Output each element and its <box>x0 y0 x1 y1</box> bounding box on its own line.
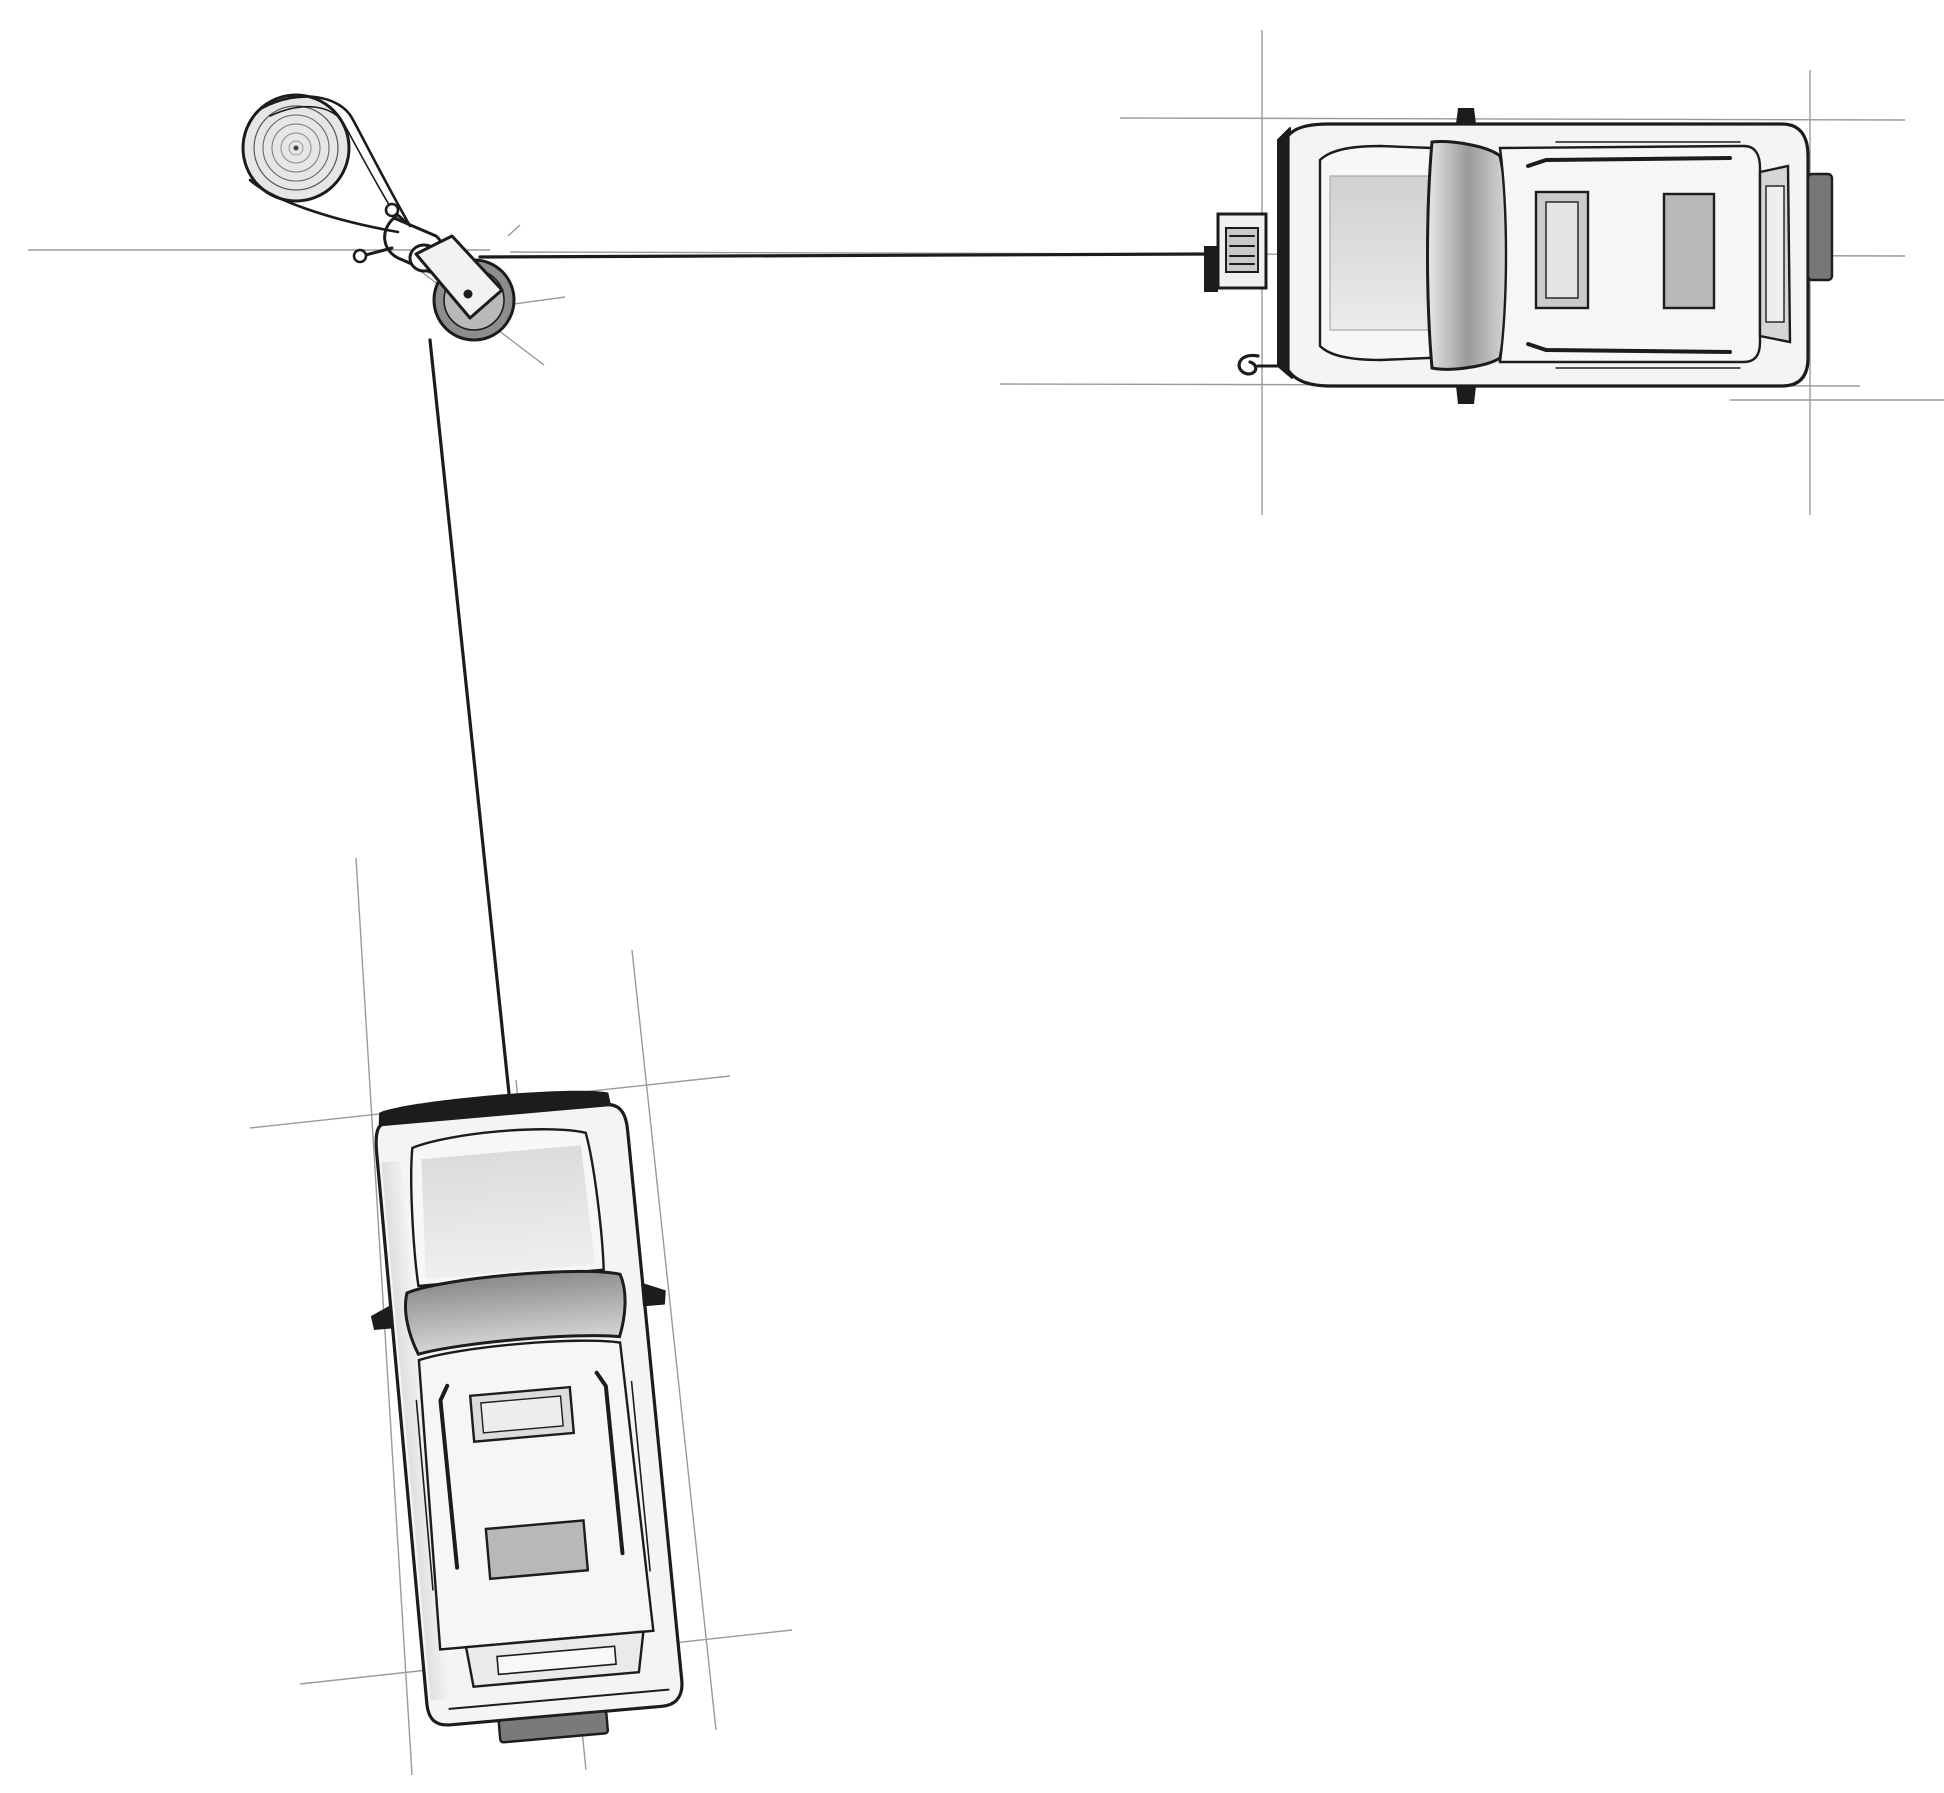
winch-truck-top-view <box>1204 108 1834 404</box>
truck-roof-rail-top <box>1526 156 1732 168</box>
guide-car-right <box>631 949 717 1731</box>
car-door-line-left <box>415 1399 434 1591</box>
truck-spare-tire <box>1806 172 1834 282</box>
anchor-assembly <box>241 93 516 342</box>
guide-pulley-tick <box>507 224 521 237</box>
truck-sunroof-front-inner <box>1545 201 1579 299</box>
car-sunroof-rear <box>484 1519 590 1581</box>
truck-roof-rail-bottom <box>1526 342 1732 354</box>
car-hood-shading <box>421 1145 596 1280</box>
truck-mirror-bottom <box>1456 386 1476 404</box>
truck-sunroof-rear <box>1662 192 1716 310</box>
truck-hood-shading <box>1329 175 1437 331</box>
truck-mirror-top <box>1456 108 1476 124</box>
cable-to-car-twist <box>429 339 511 1104</box>
winch-icon <box>1204 212 1268 292</box>
car-roof-rail-right <box>594 1370 625 1556</box>
car-rear-window-inner <box>496 1645 617 1676</box>
car-mirror-left <box>370 1304 394 1330</box>
car-sunroof-front-inner <box>480 1395 564 1434</box>
tow-hook-icon <box>1237 353 1260 376</box>
car-roof-rail-left <box>438 1383 460 1570</box>
truck-windshield <box>1426 140 1510 371</box>
snatch-block-pulley-icon <box>414 234 516 342</box>
stuck-vehicle-top-view <box>370 1090 684 1744</box>
tree-strap-icon <box>248 95 412 234</box>
guide-top-truck <box>1119 117 1906 121</box>
winch-cable <box>428 252 1212 1105</box>
car-spare-tire <box>497 1710 610 1744</box>
car-door-line-right <box>630 1380 651 1572</box>
truck-rear-window-inner <box>1765 185 1785 323</box>
car-windshield <box>404 1269 627 1356</box>
cable-to-truck-twist <box>479 253 1211 258</box>
tree-trunk-anchor-icon <box>241 93 351 203</box>
car-rear-bumper-line <box>448 1688 670 1710</box>
car-mirror-right <box>640 1282 666 1307</box>
